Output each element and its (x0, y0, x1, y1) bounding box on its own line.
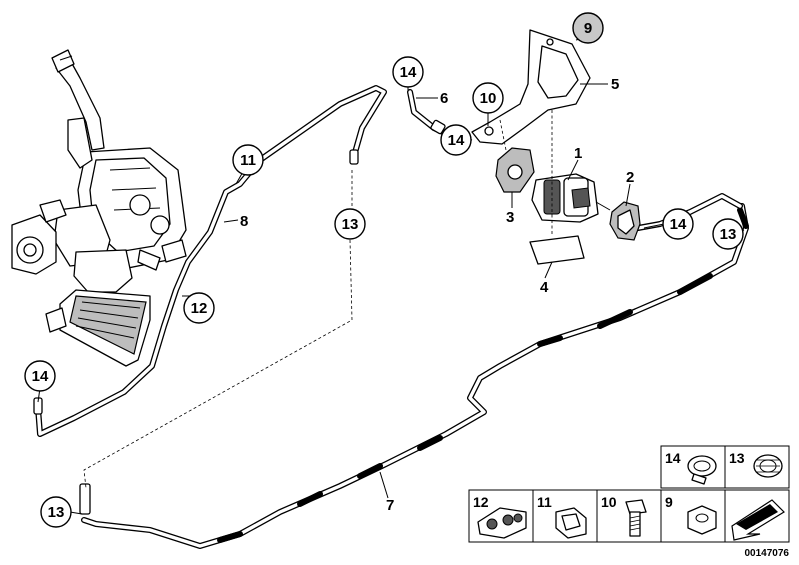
callout-13-center: 13 (334, 208, 366, 240)
callout-9: 9 (572, 12, 604, 44)
callout-14-top: 14 (392, 56, 424, 88)
label-1: 1 (574, 145, 582, 162)
reference-arrow-icon (731, 499, 785, 541)
callout-14-center: 14 (440, 124, 472, 156)
legend-11-label: 11 (537, 494, 552, 510)
callout-14-left-label: 14 (32, 368, 49, 385)
label-7: 7 (386, 497, 394, 514)
callout-13-left: 13 (40, 496, 72, 528)
dosing-pump-parts (430, 29, 641, 265)
label-8: 8 (240, 213, 248, 230)
nut-icon (687, 505, 717, 535)
pipe-clip-icon (555, 507, 587, 539)
auxiliary-heater-assembly (11, 49, 187, 367)
legend-10-label: 10 (601, 494, 617, 510)
callout-14-right-label: 14 (670, 216, 687, 233)
callout-14-center-label: 14 (448, 132, 465, 149)
callout-11: 11 (232, 144, 264, 176)
fuel-pipes (33, 85, 749, 549)
callout-13-right-label: 13 (720, 226, 737, 243)
callout-12-label: 12 (191, 300, 208, 317)
callout-9-label: 9 (584, 20, 592, 37)
label-6: 6 (440, 90, 448, 107)
label-4: 4 (540, 279, 549, 296)
callout-13-left-label: 13 (48, 504, 65, 521)
legend-9-label: 9 (665, 494, 673, 510)
callout-10: 10 (472, 82, 504, 114)
hose-clamp-icon (687, 455, 717, 485)
spring-clamp-icon (753, 454, 783, 478)
callout-14-top-label: 14 (400, 64, 417, 81)
legend-14-label: 14 (665, 450, 681, 466)
label-5: 5 (611, 76, 619, 93)
callout-14-right: 14 (662, 208, 694, 240)
callout-13-center-label: 13 (342, 216, 359, 233)
pipe-holder-icon (477, 507, 527, 539)
callout-11-label: 11 (240, 152, 256, 169)
callout-10-label: 10 (480, 90, 497, 107)
legend-13-label: 13 (729, 450, 745, 466)
leader-13-pipe (83, 239, 353, 489)
leader-lines (37, 35, 745, 515)
legend-cell-10 (596, 489, 662, 543)
bolt-icon (625, 499, 647, 537)
callout-14-left: 14 (24, 360, 56, 392)
callout-12: 12 (183, 292, 215, 324)
label-2: 2 (626, 169, 634, 186)
legend-12-label: 12 (473, 494, 489, 510)
label-3: 3 (506, 209, 514, 226)
callout-13-right: 13 (712, 218, 744, 250)
document-number: 00147076 (745, 548, 790, 559)
small-parts-legend: 14 13 12 11 10 9 (468, 445, 790, 559)
